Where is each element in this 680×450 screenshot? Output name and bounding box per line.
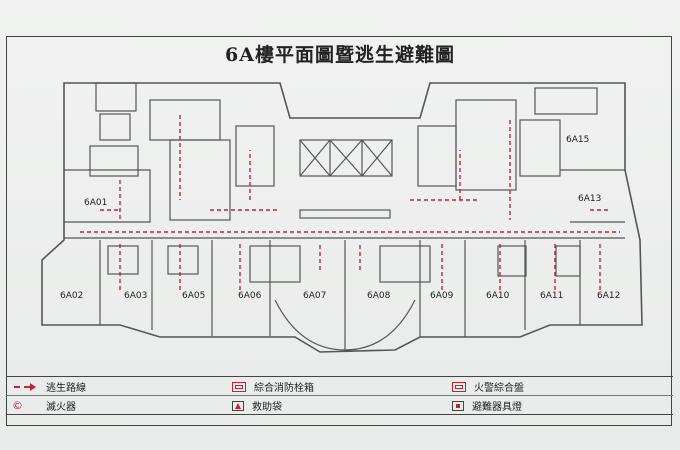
rescue-bag-icon bbox=[232, 400, 244, 411]
emergency-light-icon bbox=[452, 400, 464, 411]
plan-title: 6A樓平面圖暨逃生避難圖 bbox=[225, 44, 455, 66]
unit-label: 6A08 bbox=[367, 291, 391, 301]
legend-extinguisher: 滅火器 bbox=[46, 402, 76, 413]
extinguisher-icon: © bbox=[12, 398, 23, 412]
alarm-panel-icon bbox=[452, 381, 466, 392]
legend: 逃生路線 綜合消防栓箱 火警綜合盤 © 滅火器 救助袋 避難器具燈 bbox=[6, 376, 673, 420]
unit-label: 6A11 bbox=[540, 291, 563, 301]
unit-label: 6A01 bbox=[84, 198, 107, 208]
unit-label: 6A06 bbox=[238, 291, 262, 301]
hydrant-box-icon bbox=[232, 381, 246, 392]
unit-label: 6A03 bbox=[124, 291, 147, 301]
unit-label: 6A13 bbox=[578, 194, 601, 204]
unit-label: 6A05 bbox=[182, 291, 205, 301]
legend-alarm-panel: 火警綜合盤 bbox=[474, 383, 524, 394]
unit-label: 6A15 bbox=[566, 135, 589, 145]
plan-frame bbox=[6, 36, 672, 426]
unit-label: 6A07 bbox=[303, 291, 326, 301]
unit-label: 6A09 bbox=[430, 291, 454, 301]
unit-label: 6A12 bbox=[597, 291, 620, 301]
unit-label: 6A10 bbox=[486, 291, 510, 301]
escape-route-icon bbox=[12, 381, 38, 393]
legend-hydrant: 綜合消防栓箱 bbox=[254, 383, 314, 394]
legend-rescue-bag: 救助袋 bbox=[252, 402, 282, 413]
legend-escape-route: 逃生路線 bbox=[46, 383, 86, 394]
legend-emergency-light: 避難器具燈 bbox=[472, 402, 522, 413]
unit-label: 6A02 bbox=[60, 291, 83, 301]
